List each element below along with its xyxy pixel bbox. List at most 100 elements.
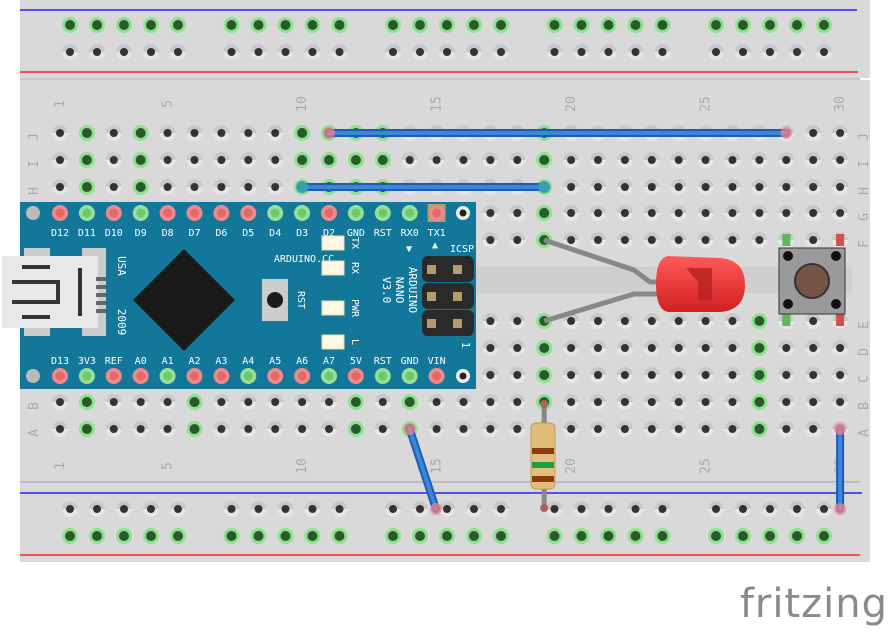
terminal-hole-G25[interactable]	[697, 205, 714, 221]
terminal-hole-A15[interactable]	[428, 421, 445, 437]
pin-D12[interactable]	[52, 205, 68, 221]
rail-hole[interactable]	[600, 17, 617, 33]
terminal-hole-H29[interactable]	[805, 179, 822, 195]
terminal-hole-I18[interactable]	[509, 152, 526, 168]
terminal-hole-D29[interactable]	[805, 340, 822, 356]
rail-hole[interactable]	[331, 528, 348, 544]
terminal-hole-G22[interactable]	[616, 205, 633, 221]
terminal-hole-H6[interactable]	[186, 179, 203, 195]
pushbutton[interactable]	[778, 234, 846, 326]
rail-hole[interactable]	[762, 44, 778, 60]
terminal-hole-I7[interactable]	[213, 152, 230, 168]
terminal-hole-A10[interactable]	[294, 421, 311, 437]
rail-hole[interactable]	[250, 528, 267, 544]
terminal-hole-G28[interactable]	[778, 205, 795, 221]
rail-hole[interactable]	[439, 17, 455, 33]
terminal-hole-F17[interactable]	[482, 232, 499, 248]
terminal-hole-B27[interactable]	[751, 394, 768, 410]
terminal-hole-J2[interactable]	[78, 125, 95, 141]
rail-hole[interactable]	[627, 44, 644, 60]
terminal-hole-B24[interactable]	[670, 394, 687, 410]
terminal-hole-A13[interactable]	[374, 421, 391, 437]
terminal-hole-A3[interactable]	[105, 421, 122, 437]
rail-hole[interactable]	[277, 44, 294, 60]
rail-hole[interactable]	[735, 17, 751, 33]
terminal-hole-D22[interactable]	[616, 340, 633, 356]
pin-A0[interactable]	[132, 368, 149, 384]
terminal-hole-F26[interactable]	[724, 232, 741, 248]
terminal-hole-H5[interactable]	[159, 179, 176, 195]
rail-hole[interactable]	[466, 44, 482, 60]
reset-button[interactable]	[262, 279, 288, 321]
terminal-hole-A22[interactable]	[616, 421, 633, 437]
terminal-hole-A21[interactable]	[590, 421, 606, 437]
rail-hole[interactable]	[816, 44, 832, 60]
terminal-hole-D20[interactable]	[563, 340, 580, 356]
terminal-hole-E22[interactable]	[616, 313, 633, 329]
terminal-hole-I11[interactable]	[321, 152, 337, 168]
terminal-hole-C26[interactable]	[724, 367, 741, 383]
rail-hole[interactable]	[250, 44, 267, 60]
terminal-hole-A9[interactable]	[267, 421, 284, 437]
terminal-hole-H1[interactable]	[52, 179, 68, 195]
rail-hole[interactable]	[735, 501, 751, 517]
pin-D5[interactable]	[240, 205, 257, 221]
rail-hole[interactable]	[331, 501, 348, 517]
terminal-hole-A8[interactable]	[240, 421, 257, 437]
terminal-hole-B5[interactable]	[159, 394, 176, 410]
terminal-hole-B25[interactable]	[697, 394, 714, 410]
terminal-hole-I13[interactable]	[374, 152, 391, 168]
terminal-hole-G19[interactable]	[536, 205, 553, 221]
button-cap[interactable]	[794, 263, 830, 299]
rail-hole[interactable]	[762, 501, 778, 517]
terminal-hole-C28[interactable]	[778, 367, 795, 383]
terminal-hole-C30[interactable]	[832, 367, 849, 383]
pin-D6[interactable]	[213, 205, 230, 221]
terminal-hole-B23[interactable]	[643, 394, 660, 410]
terminal-hole-I23[interactable]	[643, 152, 660, 168]
terminal-hole-J1[interactable]	[52, 125, 68, 141]
terminal-hole-B9[interactable]	[267, 394, 284, 410]
terminal-hole-A16[interactable]	[455, 421, 472, 437]
rail-hole[interactable]	[250, 17, 267, 33]
terminal-hole-F22[interactable]	[616, 232, 633, 248]
terminal-hole-G24[interactable]	[670, 205, 687, 221]
pin-A4[interactable]	[240, 368, 257, 384]
rail-hole[interactable]	[466, 17, 482, 33]
pin-D13[interactable]	[52, 368, 68, 384]
rail-hole[interactable]	[627, 501, 644, 517]
usb-connector[interactable]	[2, 256, 106, 328]
resistor[interactable]	[530, 400, 556, 512]
terminal-hole-B17[interactable]	[482, 394, 499, 410]
rail-hole[interactable]	[546, 501, 563, 517]
rail-hole[interactable]	[170, 17, 186, 33]
terminal-hole-C29[interactable]	[805, 367, 822, 383]
terminal-hole-D18[interactable]	[509, 340, 526, 356]
wire-h10-h19[interactable]	[296, 181, 551, 193]
terminal-hole-F20[interactable]	[563, 232, 580, 248]
terminal-hole-F24[interactable]	[670, 232, 687, 248]
rail-hole[interactable]	[439, 501, 455, 517]
terminal-hole-J7[interactable]	[213, 125, 230, 141]
rail-hole[interactable]	[331, 17, 348, 33]
rail-hole[interactable]	[89, 44, 105, 60]
rail-hole[interactable]	[600, 44, 617, 60]
terminal-hole-H25[interactable]	[697, 179, 714, 195]
pin-D8[interactable]	[159, 205, 176, 221]
rail-hole[interactable]	[466, 528, 482, 544]
terminal-hole-A20[interactable]	[563, 421, 580, 437]
terminal-hole-H26[interactable]	[724, 179, 741, 195]
terminal-hole-G20[interactable]	[563, 205, 580, 221]
rail-hole[interactable]	[170, 44, 186, 60]
rail-hole[interactable]	[654, 17, 671, 33]
terminal-hole-A1[interactable]	[52, 421, 68, 437]
rail-hole[interactable]	[223, 501, 240, 517]
terminal-hole-C18[interactable]	[509, 367, 526, 383]
rail-hole[interactable]	[654, 501, 671, 517]
terminal-hole-B22[interactable]	[616, 394, 633, 410]
terminal-hole-B7[interactable]	[213, 394, 230, 410]
terminal-hole-J3[interactable]	[105, 125, 122, 141]
rail-hole[interactable]	[708, 17, 724, 33]
rail-hole[interactable]	[762, 17, 778, 33]
terminal-hole-G21[interactable]	[590, 205, 606, 221]
